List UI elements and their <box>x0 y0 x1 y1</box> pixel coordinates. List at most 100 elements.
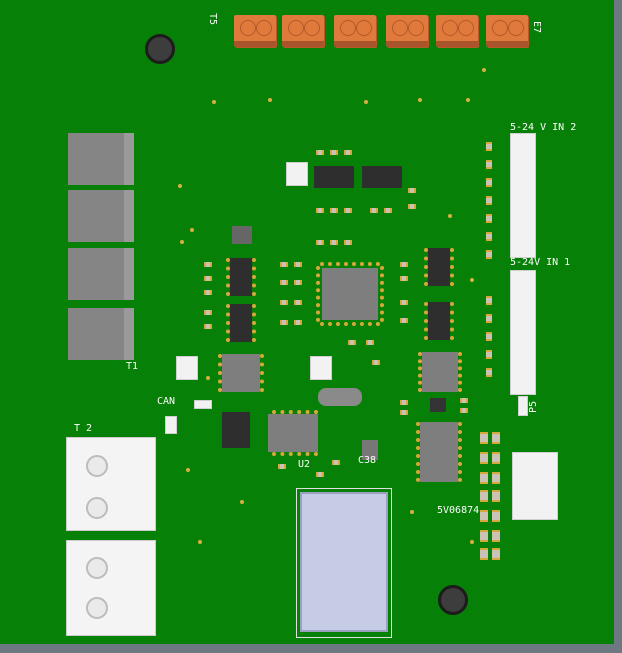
smd-component <box>316 150 324 155</box>
ic-chip <box>420 422 458 482</box>
smd-component <box>344 150 352 155</box>
label-u2: U2 <box>298 459 311 470</box>
via-icon <box>466 98 470 102</box>
chip-pins <box>316 266 384 322</box>
smd-component <box>294 320 302 325</box>
mounting-hole-icon <box>145 34 175 64</box>
smd-component <box>486 196 492 205</box>
smd-component <box>294 262 302 267</box>
smd-component <box>492 548 500 560</box>
smd-component <box>486 178 492 187</box>
smd-component <box>460 408 468 413</box>
header <box>194 400 212 409</box>
smd-component <box>204 324 212 329</box>
via-icon <box>206 376 210 380</box>
ic-chip <box>232 226 252 244</box>
smd-component <box>400 276 408 281</box>
smd-component <box>316 208 324 213</box>
smd-component <box>280 280 288 285</box>
terminal-t2-lower <box>66 540 156 636</box>
ic-chip <box>222 412 250 448</box>
screw-icon <box>86 455 108 477</box>
terminal-block-5 <box>436 15 478 47</box>
terminal-t2-upper <box>66 437 156 531</box>
chip-pins <box>424 248 454 286</box>
smd-component <box>486 314 492 323</box>
smd-component <box>486 350 492 359</box>
smd-component <box>278 464 286 469</box>
smd-component <box>480 452 488 464</box>
smd-component <box>370 208 378 213</box>
via-icon <box>240 500 244 504</box>
pcb-board: T5 E7 T1 T 2 5-24 V IN 2 5-24V IN 1 P5 5… <box>0 0 614 644</box>
connector-p5 <box>518 396 528 416</box>
label-p5: P5 <box>528 400 540 414</box>
via-icon <box>190 228 194 232</box>
smd-component <box>384 208 392 213</box>
smd-component <box>480 432 488 444</box>
smd-component <box>486 142 492 151</box>
smd-component <box>204 262 212 267</box>
via-icon <box>482 68 486 72</box>
rj-jack-1 <box>68 133 134 185</box>
via-icon <box>470 540 474 544</box>
label-can: CAN <box>157 396 176 407</box>
smd-component <box>280 262 288 267</box>
chip-pins <box>416 422 462 482</box>
screw-icon <box>86 597 108 619</box>
ic-chip <box>428 302 450 340</box>
smd-component <box>348 340 356 345</box>
smd-component <box>372 360 380 365</box>
smd-component <box>366 340 374 345</box>
smd-component <box>492 452 500 464</box>
smd-component <box>400 262 408 267</box>
smd-component <box>480 548 488 560</box>
header <box>176 356 198 380</box>
smd-component <box>486 296 492 305</box>
smd-component <box>492 510 500 522</box>
smd-component <box>486 332 492 341</box>
smd-component <box>400 318 408 323</box>
chip-pins <box>424 302 454 340</box>
label-part: 5V06874 <box>437 505 480 516</box>
smd-component <box>492 490 500 502</box>
chip-pins <box>226 304 256 342</box>
smd-component <box>486 250 492 259</box>
smd-component <box>492 472 500 484</box>
rj-jack-3 <box>68 248 134 300</box>
smd-component <box>332 460 340 465</box>
smd-component <box>330 208 338 213</box>
smd-component <box>486 214 492 223</box>
smd-component <box>344 208 352 213</box>
smd-component <box>294 300 302 305</box>
label-vin2: 5-24 V IN 2 <box>510 122 577 133</box>
ic-chip <box>230 258 252 296</box>
terminal-block-6 <box>486 15 528 47</box>
smd-component <box>330 240 338 245</box>
via-icon <box>186 468 190 472</box>
smd-component <box>280 300 288 305</box>
mcu-chip <box>322 268 378 320</box>
rj-jack-2 <box>68 190 134 242</box>
label-c38: C38 <box>358 455 377 466</box>
ic-chip <box>268 414 318 452</box>
ic-chip <box>314 166 354 188</box>
ic-chip <box>362 166 402 188</box>
smd-component <box>344 240 352 245</box>
smd-component <box>204 276 212 281</box>
via-icon <box>364 100 368 104</box>
via-icon <box>212 100 216 104</box>
via-icon <box>448 214 452 218</box>
connector-8pin <box>512 452 558 520</box>
smd-component <box>400 300 408 305</box>
smd-component <box>480 530 488 542</box>
via-icon <box>418 98 422 102</box>
smd-component <box>408 188 416 193</box>
connector-vin2 <box>510 133 536 258</box>
via-icon <box>410 510 414 514</box>
mounting-hole-icon <box>438 585 468 615</box>
smd-component <box>330 150 338 155</box>
label-t5: T5 <box>207 12 219 26</box>
terminal-block-1 <box>234 15 276 47</box>
terminal-block-4 <box>386 15 428 47</box>
